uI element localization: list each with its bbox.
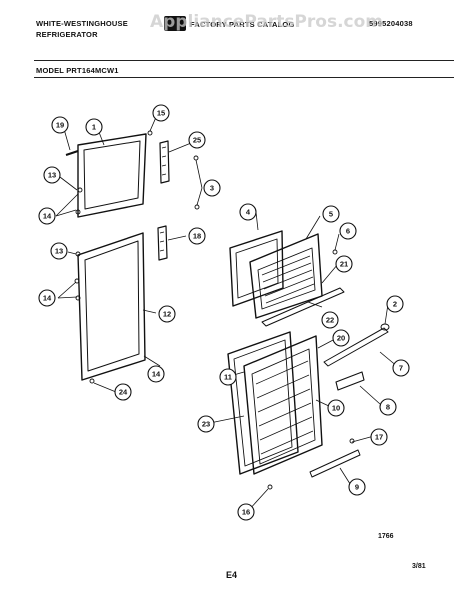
catalog-title: FACTORY PARTS CATALOG — [190, 20, 295, 29]
callout-label: 23 — [202, 420, 210, 429]
revision-date: 3/81 — [412, 563, 426, 570]
fresh-food-door-gasket — [84, 240, 140, 372]
callout-label: 1 — [92, 123, 96, 132]
shelf-bar — [309, 449, 361, 478]
callout-label: 6 — [346, 227, 350, 236]
butter-door — [335, 371, 365, 391]
callout-label: 14 — [152, 370, 161, 379]
freezer-door-gasket — [83, 140, 141, 210]
brand-line1: WHITE-WESTINGHOUSE — [36, 19, 128, 28]
callout-bubble-25 — [188, 131, 206, 149]
callout-label: 21 — [340, 260, 348, 269]
page-code: E4 — [226, 570, 238, 580]
callout-label: 12 — [163, 310, 171, 319]
callout-bubble-14b — [38, 289, 56, 307]
callout-label: 7 — [399, 364, 403, 373]
freezer-shelf-rail — [261, 287, 345, 327]
fresh-food-liner — [243, 335, 323, 475]
model-rule — [34, 77, 454, 78]
callout-bubble-20 — [332, 329, 350, 347]
callout-label: 8 — [386, 403, 390, 412]
callout-bubble-7 — [392, 359, 410, 377]
callout-label: 20 — [337, 334, 345, 343]
callout-bubble-11 — [219, 368, 237, 386]
callout-label: 14 — [43, 294, 52, 303]
freezer-door-outer — [77, 133, 147, 218]
watermark: AppliancePartsPros.com — [150, 12, 384, 32]
callout-bubble-15 — [152, 104, 170, 122]
callout-label: 2 — [393, 300, 397, 309]
callout-bubble-4 — [239, 203, 257, 221]
callout-label: 14 — [43, 212, 52, 221]
callout-label: 13 — [48, 171, 56, 180]
fresh-food-door-outer — [77, 232, 146, 381]
callout-label: 22 — [326, 316, 334, 325]
callout-label: 24 — [119, 388, 128, 397]
part-number: 5995204038 — [369, 19, 413, 28]
callout-bubble-5 — [322, 205, 340, 223]
callout-bubble-13b — [50, 242, 68, 260]
callout-label: 4 — [246, 208, 251, 217]
callout-bubble-13 — [43, 166, 61, 184]
header-rule — [34, 60, 454, 61]
callout-label: 11 — [224, 373, 232, 382]
callout-bubble-24 — [114, 383, 132, 401]
callout-bubble-16 — [237, 503, 255, 521]
callout-bubble-2 — [386, 295, 404, 313]
catalog-logo — [164, 16, 186, 31]
callout-label: 18 — [193, 232, 201, 241]
freezer-liner — [229, 230, 284, 307]
callout-bubble-14c — [147, 365, 165, 383]
freezer-shelf-frame — [249, 233, 323, 319]
callout-bubble-3 — [203, 179, 221, 197]
callout-label: 10 — [332, 404, 340, 413]
callout-label: 15 — [157, 109, 165, 118]
callout-bubble-17 — [370, 428, 388, 446]
brand-line2: REFRIGERATOR — [36, 30, 98, 39]
callout-bubble-12 — [158, 305, 176, 323]
callout-bubble-1 — [85, 118, 103, 136]
callout-label: 3 — [210, 184, 214, 193]
model-line: MODEL PRT164MCW1 — [36, 66, 119, 75]
callout-label: 25 — [193, 136, 201, 145]
door-bar — [323, 327, 389, 367]
callout-label: 16 — [242, 508, 250, 517]
callout-label: 17 — [375, 433, 383, 442]
callout-bubble-9 — [348, 478, 366, 496]
callout-bubble-14 — [38, 207, 56, 225]
callout-bubble-19 — [51, 116, 69, 134]
fresh-food-liner-gasket — [227, 331, 299, 475]
callout-bubble-21 — [335, 255, 353, 273]
freezer-handle — [159, 140, 170, 184]
clip-part — [65, 150, 79, 156]
callout-bubble-10 — [327, 399, 345, 417]
callout-label: 9 — [355, 483, 359, 492]
callout-label: 19 — [56, 121, 64, 130]
callout-bubble-22 — [321, 311, 339, 329]
callout-bubble-6 — [339, 222, 357, 240]
fresh-food-handle — [157, 225, 168, 261]
callout-label: 13 — [55, 247, 63, 256]
callout-bubble-23 — [197, 415, 215, 433]
callout-bubble-18 — [188, 227, 206, 245]
drawing-number: 1766 — [378, 533, 394, 540]
callout-label: 5 — [329, 210, 333, 219]
callout-bubble-8 — [379, 398, 397, 416]
